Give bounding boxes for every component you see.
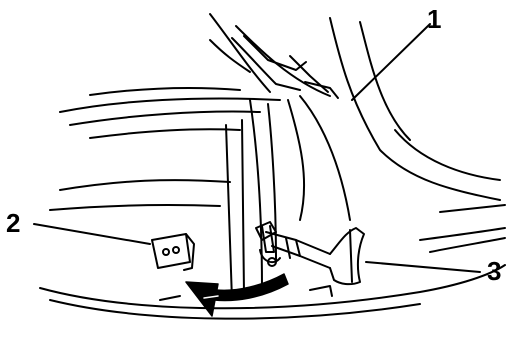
leader-line-2 — [33, 223, 151, 245]
leader-lines — [33, 23, 481, 273]
leader-line-3 — [365, 261, 481, 273]
leader-line-1 — [351, 23, 431, 101]
hood-release-lever-icon — [255, 221, 365, 286]
callout-label-3: 3 — [487, 256, 502, 286]
curved-arrow-icon — [185, 273, 289, 317]
callout-label-2: 2 — [6, 208, 21, 238]
callout-label-1: 1 — [427, 4, 442, 34]
bracket-icon — [151, 233, 195, 271]
body-outline — [39, 13, 506, 320]
